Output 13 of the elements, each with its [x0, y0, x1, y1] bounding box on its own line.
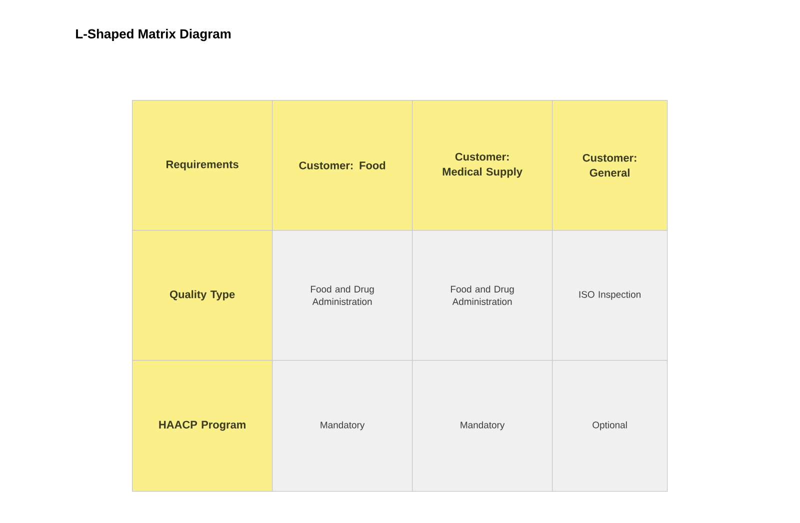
matrix-cell: ISO Inspection — [552, 230, 668, 361]
header-cell: Requirements — [132, 100, 273, 231]
header-cell: Quality Type — [132, 230, 273, 361]
matrix-cell: Mandatory — [412, 360, 553, 492]
matrix-cell: Optional — [552, 360, 668, 492]
matrix-cell: Mandatory — [272, 360, 413, 492]
matrix-cell: Food and Drug Administration — [272, 230, 413, 361]
header-cell: Customer: General — [552, 100, 668, 231]
header-cell: Customer: Food — [272, 100, 413, 231]
matrix-cell: Food and Drug Administration — [412, 230, 553, 361]
title: L-Shaped Matrix Diagram — [76, 28, 231, 42]
header-cell: HAACP Program — [132, 360, 273, 492]
header-cell: Customer: Medical Supply — [412, 100, 553, 231]
